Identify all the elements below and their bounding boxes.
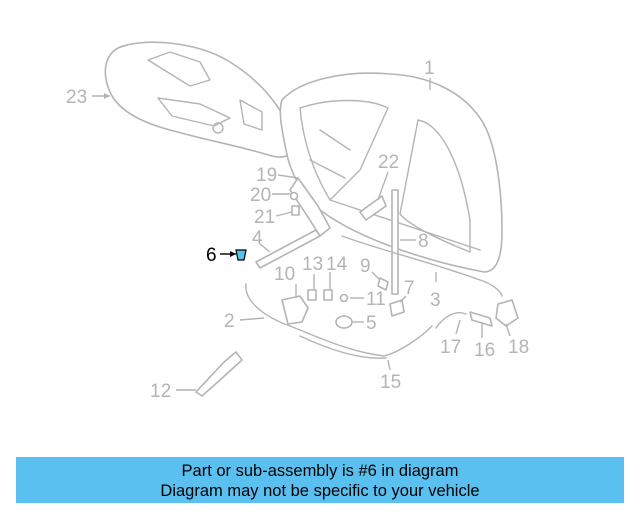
callout-16: 16 [474, 340, 495, 361]
callout-10: 10 [274, 264, 295, 285]
caption-line-1: Part or sub-assembly is #6 in diagram [181, 462, 459, 480]
callout-2: 2 [224, 311, 235, 332]
leader-arrow-6 [230, 251, 236, 257]
callout-15: 15 [380, 372, 401, 393]
seal-strip-part [255, 229, 321, 269]
callout-9: 9 [360, 256, 371, 277]
hood-insulator-part [104, 41, 294, 158]
callout-13: 13 [302, 254, 323, 275]
prop-rod-retainer-part [359, 195, 387, 221]
callout-labels: 23 1 22 19 20 21 4 6 8 10 13 14 9 7 11 3… [66, 58, 529, 402]
fastener-11-part [339, 293, 349, 303]
callout-14: 14 [326, 254, 348, 275]
bracket-7-part [389, 299, 405, 317]
bumper-9-part [377, 277, 389, 291]
bolt-21-part [291, 205, 300, 216]
callout-17: 17 [440, 337, 461, 358]
cable-15-part [299, 335, 387, 359]
callout-6: 6 [206, 245, 217, 266]
leader-arrow-23 [104, 93, 110, 99]
hood-latch-part [281, 295, 309, 325]
callout-18: 18 [508, 337, 529, 358]
clip-14-part [323, 289, 333, 301]
leader-lines [92, 78, 511, 391]
callout-22: 22 [378, 152, 399, 173]
grommet-5-part [335, 315, 353, 329]
callout-3: 3 [430, 290, 441, 311]
caption-line-2: Diagram may not be specific to your vehi… [160, 482, 480, 500]
callout-21: 21 [254, 207, 275, 228]
handle-18-part [495, 299, 519, 327]
bracket-12-part [195, 351, 243, 397]
prop-rod-part [391, 189, 399, 295]
clip-6-part [235, 249, 247, 261]
cable-end-17-part [435, 312, 467, 329]
clip-13-part [307, 289, 317, 301]
front-seal-part [341, 235, 503, 297]
release-cable-part [245, 283, 433, 357]
callout-8: 8 [418, 231, 429, 252]
callout-12: 12 [150, 381, 171, 402]
callout-4: 4 [252, 228, 263, 249]
lever-16-part [469, 311, 493, 327]
callout-11: 11 [366, 289, 386, 310]
diagram-caption: Part or sub-assembly is #6 in diagram Di… [16, 457, 624, 503]
callout-5: 5 [366, 313, 377, 334]
callout-19: 19 [256, 165, 277, 186]
bolt-20-part [289, 191, 299, 201]
callout-20: 20 [250, 185, 271, 206]
parts-diagram: 23 1 22 19 20 21 4 6 8 10 13 14 9 7 11 3… [66, 41, 529, 402]
callout-1: 1 [424, 58, 435, 79]
callout-23: 23 [66, 87, 87, 108]
callout-7: 7 [404, 278, 415, 299]
